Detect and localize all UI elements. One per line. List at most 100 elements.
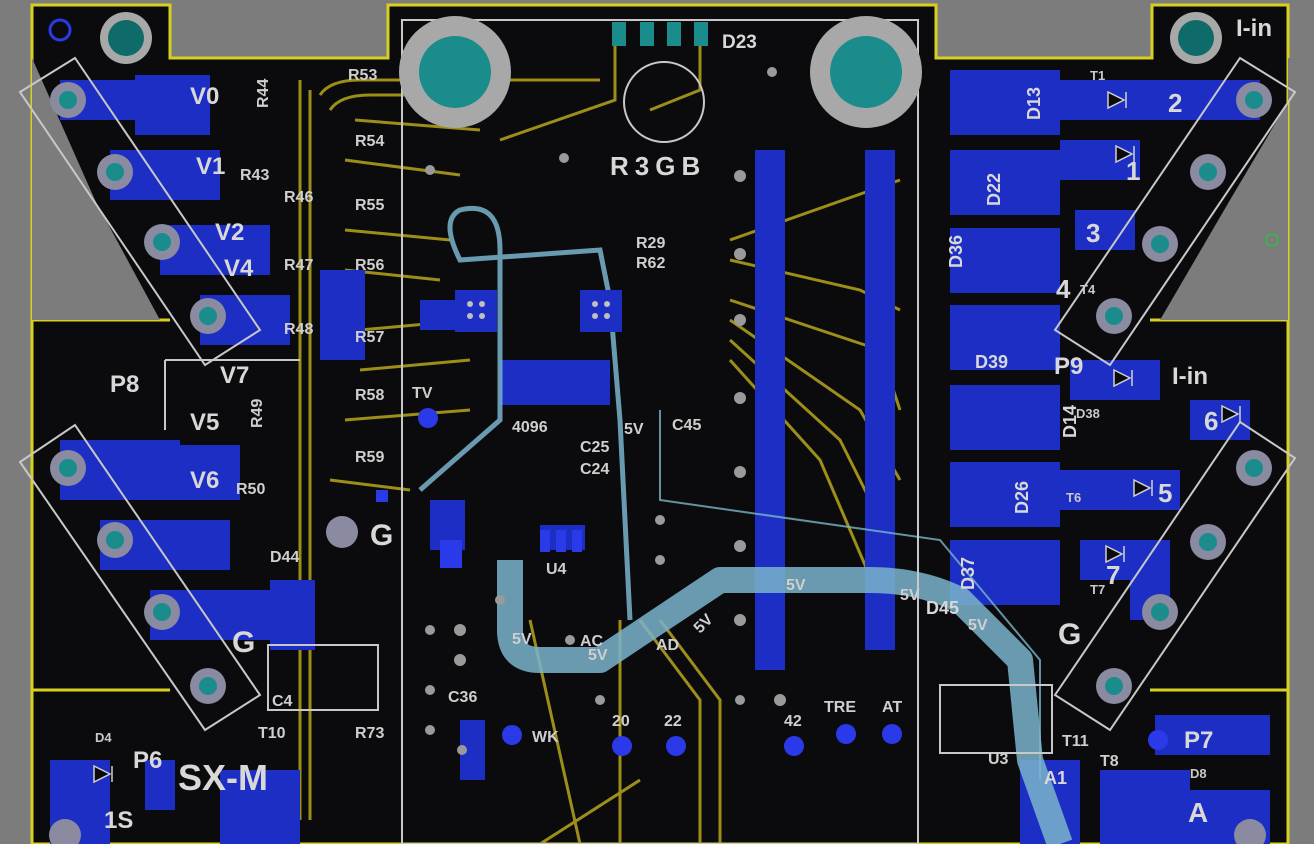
label-r43: R43 — [240, 167, 269, 184]
label-d22: D22 — [984, 173, 1004, 206]
label-t10: T10 — [258, 725, 286, 742]
label-v5: V5 — [190, 409, 219, 436]
label-n7: 7 — [1106, 560, 1120, 590]
label-v7: V7 — [220, 362, 249, 389]
label-c36: C36 — [448, 689, 477, 706]
trace-hl-loop — [418, 206, 633, 621]
label-v4: V4 — [224, 255, 254, 282]
label-t6: T6 — [1066, 490, 1081, 505]
label-tre: TRE — [824, 699, 856, 716]
label-lin-top: I-in — [1236, 15, 1272, 42]
label-r50: R50 — [236, 481, 265, 498]
label-u3: U3 — [988, 751, 1009, 768]
label-r48: R48 — [284, 321, 313, 338]
label-r58: R58 — [355, 387, 384, 404]
label-p9: P9 — [1054, 353, 1083, 380]
trace-5v-highlight — [497, 560, 1073, 844]
label-d13: D13 — [1024, 87, 1044, 120]
label-n4: 4 — [1056, 274, 1071, 304]
label-g-mid: G — [370, 519, 393, 552]
label-r49: R49 — [249, 399, 266, 428]
label-t11: T11 — [1062, 733, 1089, 750]
label-d4: D4 — [95, 730, 112, 745]
mounting-holes — [48, 12, 1279, 247]
label-r54: R54 — [355, 133, 384, 150]
label-c4: C4 — [272, 693, 293, 710]
label-1s: 1S — [104, 807, 133, 834]
label-g-left: G — [232, 626, 255, 659]
label-r62: R62 — [636, 255, 665, 272]
label-u4: U4 — [546, 561, 567, 578]
label-d8: D8 — [1190, 766, 1207, 781]
label-4096: 4096 — [512, 419, 548, 436]
label-5v-d: 5V — [512, 631, 532, 648]
label-5v-b: 5V — [900, 587, 920, 604]
label-n6: 6 — [1204, 406, 1218, 436]
label-n5: 5 — [1158, 478, 1172, 508]
label-n1: 1 — [1126, 156, 1140, 186]
label-r55: R55 — [355, 197, 384, 214]
label-ad: AD — [656, 637, 679, 654]
label-p8: P8 — [110, 371, 139, 398]
label-r57: R57 — [355, 329, 384, 346]
label-p7: P7 — [1184, 727, 1213, 754]
vias — [425, 67, 786, 755]
label-at: AT — [882, 699, 902, 716]
label-5v-a: 5V — [786, 577, 806, 594]
label-r44: R44 — [255, 79, 272, 108]
board-cutout-left-top — [0, 58, 160, 320]
label-d36: D36 — [946, 235, 966, 268]
silk-labels: D23 R3GB I-in I-in V0 V1 V2 V4 V7 V5 V6 … — [95, 15, 1272, 834]
label-c45: C45 — [672, 417, 701, 434]
label-v6: V6 — [190, 467, 219, 494]
label-r59: R59 — [355, 449, 384, 466]
label-r47: R47 — [284, 257, 313, 274]
label-a: A — [1188, 797, 1208, 828]
label-20: 20 — [612, 713, 630, 730]
label-t7: T7 — [1090, 582, 1105, 597]
label-r56: R56 — [355, 257, 384, 274]
label-v0: V0 — [190, 83, 219, 110]
label-r3gb: R3GB — [610, 151, 706, 181]
label-c25: C25 — [580, 439, 609, 456]
label-r73: R73 — [355, 725, 384, 742]
label-d44: D44 — [270, 549, 299, 566]
label-a1: A1 — [1044, 768, 1067, 788]
label-42: 42 — [784, 713, 802, 730]
label-wk: WK — [532, 729, 559, 746]
label-p6: P6 — [133, 747, 162, 774]
label-t4: T4 — [1080, 282, 1096, 297]
board-cutout-right-top — [1160, 58, 1314, 320]
label-n3: 3 — [1086, 218, 1100, 248]
label-tv: TV — [412, 385, 433, 402]
silkscreen — [18, 19, 1297, 844]
label-sxm: SX-M — [178, 757, 268, 798]
label-t1: T1 — [1090, 68, 1105, 83]
label-ac: AC — [580, 633, 604, 650]
label-d38: D38 — [1076, 406, 1100, 421]
label-lin-mid: I-in — [1172, 363, 1208, 390]
label-c24: C24 — [580, 461, 609, 478]
label-5v-f: 5V — [968, 617, 988, 634]
label-t8: T8 — [1100, 753, 1119, 770]
label-d23: D23 — [722, 32, 757, 53]
label-v2: V2 — [215, 219, 244, 246]
label-n2: 2 — [1168, 88, 1182, 118]
label-5v-c: 5V — [588, 647, 608, 664]
ic-chips — [455, 290, 622, 332]
label-r46: R46 — [284, 189, 313, 206]
th-pads — [49, 22, 1272, 844]
smd-pads — [376, 408, 1168, 756]
label-d45: D45 — [926, 598, 959, 618]
diode-icons — [93, 90, 1241, 784]
label-d26: D26 — [1012, 481, 1032, 514]
label-d37: D37 — [958, 557, 978, 590]
label-r53: R53 — [348, 67, 377, 84]
label-sv: 5V — [624, 421, 644, 438]
label-v1: V1 — [196, 153, 225, 180]
label-g-right: G — [1058, 618, 1081, 651]
label-22: 22 — [664, 713, 682, 730]
trace-hl-thin — [659, 410, 1041, 780]
